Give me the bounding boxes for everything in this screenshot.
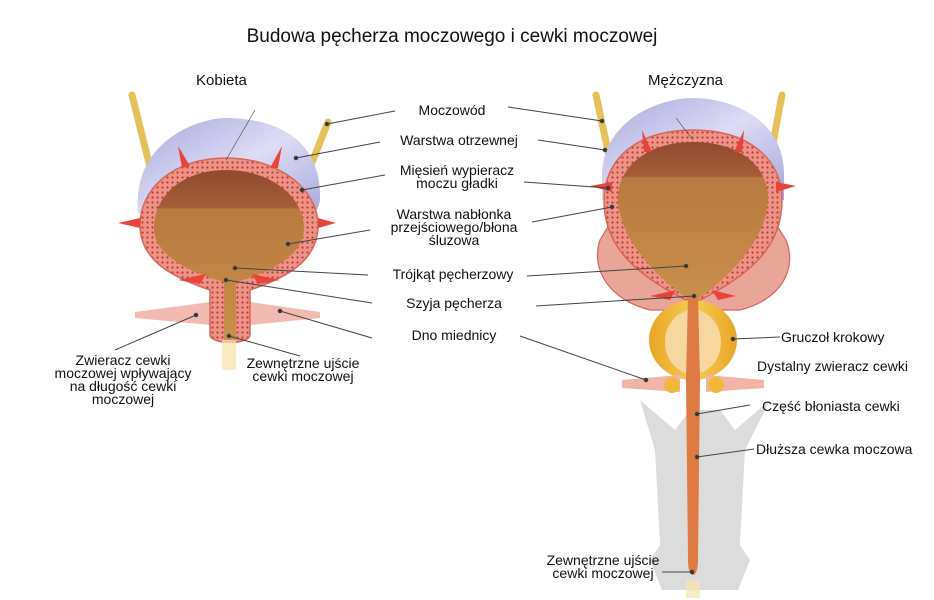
male-urethra [686, 296, 700, 575]
label-text: Dystalny zwieracz cewki [757, 358, 908, 374]
label-text: śluzowa [428, 232, 480, 248]
label-text: Moczowód [418, 102, 486, 118]
label-text: moczowej wpływający [54, 365, 192, 381]
label-text: Zwieracz cewki [75, 352, 171, 368]
label-detrusor-muscle: Mięsień wypieracz moczu gładki [382, 162, 532, 191]
label-female-sphincter: Zwieracz cewki moczowej wpływający na dł… [48, 352, 198, 407]
label-text: Trójkąt pęcherzowy [392, 266, 514, 282]
label-text: przejściowego/błona [390, 219, 518, 235]
label-text: Mięsień wypieracz [399, 162, 515, 178]
label-text: Warstwa otrzewnej [400, 132, 518, 148]
label-text: Zewnętrzne ujście [246, 355, 360, 371]
female-heading: Kobieta [196, 72, 247, 89]
male-heading: Mężczyzna [648, 72, 724, 89]
label-pelvic-floor: Dno miednicy [392, 327, 516, 343]
label-text: Dłuższa cewka moczowa [756, 441, 913, 457]
label-text: Gruczoł krokowy [781, 329, 885, 345]
female-lumen [154, 170, 304, 340]
label-text: moczu gładki [416, 175, 498, 191]
male-bladder [590, 91, 796, 598]
leader-lines [114, 106, 781, 575]
label-membranous-urethra: Część błoniasta cewki [762, 398, 900, 414]
male-penis-silhouette [640, 400, 770, 590]
label-text: Zewnętrzne ujście [546, 552, 660, 568]
label-text: moczowej [91, 391, 155, 407]
label-text: Część błoniasta cewki [762, 398, 900, 414]
label-female-external-orifice: Zewnętrzne ujście cewki moczowej [236, 355, 370, 384]
label-text: Warstwa nabłonka [396, 206, 512, 222]
label-urothelium: Warstwa nabłonka przejściowego/błona ślu… [374, 206, 534, 248]
female-bladder [118, 91, 336, 370]
label-bladder-neck: Szyja pęcherza [384, 295, 524, 311]
diagram-title: Budowa pęcherza moczowego i cewki moczow… [0, 26, 934, 48]
label-long-urethra: Dłuższa cewka moczowa [756, 441, 913, 457]
label-male-external-orifice: Zewnętrzne ujście cewki moczowej [538, 552, 668, 581]
label-peritoneum: Warstwa otrzewnej [382, 132, 536, 148]
label-text: Dno miednicy [411, 327, 497, 343]
title-text: Budowa pęcherza moczowego i cewki moczow… [246, 26, 658, 47]
male-lumen [618, 142, 768, 298]
label-prostate: Gruczoł krokowy [781, 329, 885, 345]
label-trigone: Trójkąt pęcherzowy [378, 266, 528, 282]
label-text: cewki moczowej [552, 565, 654, 581]
label-text: Szyja pęcherza [406, 295, 502, 311]
label-text: na długość cewki [69, 378, 177, 394]
label-distal-sphincter: Dystalny zwieracz cewki [757, 358, 908, 374]
label-ureter: Moczowód [398, 102, 506, 118]
label-text: cewki moczowej [252, 368, 354, 384]
